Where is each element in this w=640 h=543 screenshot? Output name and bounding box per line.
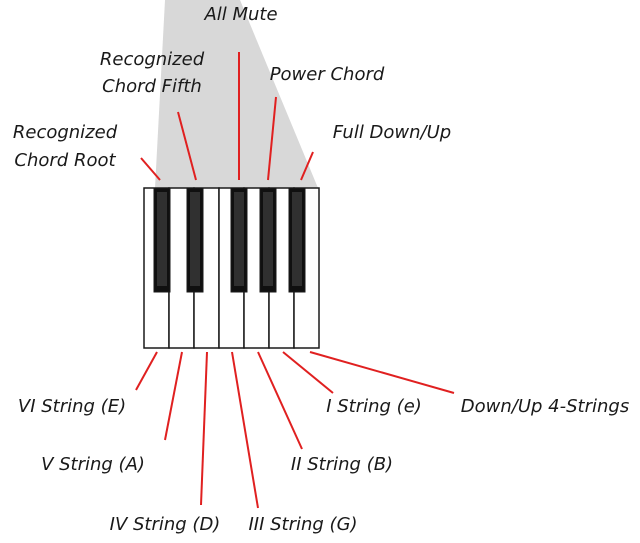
leader-iv-string	[200, 351, 208, 506]
leader-power-chord	[267, 96, 277, 181]
bottom-leader-lines	[135, 351, 455, 509]
leader-down-up-4-strings	[309, 351, 455, 394]
label-iii-string: III String (G)	[248, 514, 357, 535]
top-leader-lines	[140, 52, 314, 181]
black-key-4-shine	[263, 192, 273, 286]
label-power-chord: Power Chord	[270, 64, 385, 85]
leader-vi-string	[135, 351, 158, 391]
label-iv-string: IV String (D)	[110, 514, 221, 535]
leader-i-string	[282, 351, 334, 394]
fan-highlight	[155, 0, 318, 188]
leader-recognized-chord-fifth	[177, 111, 197, 181]
label-vi-string: VI String (E)	[18, 396, 126, 417]
black-key-2-shine	[190, 192, 200, 286]
label-recognized-chord-root-line1: Recognized	[13, 122, 118, 143]
leader-recognized-chord-root	[140, 157, 161, 181]
label-down-up-4-strings: Down/Up 4-Strings	[461, 396, 629, 417]
leader-full-down-up	[300, 151, 314, 181]
label-ii-string: II String (B)	[291, 454, 393, 475]
label-full-down-up: Full Down/Up	[333, 122, 451, 143]
black-key-3-shine	[234, 192, 244, 286]
label-i-string: I String (e)	[326, 396, 422, 417]
black-keys	[153, 187, 306, 293]
label-v-string: V String (A)	[41, 454, 145, 475]
leader-v-string	[164, 351, 183, 441]
black-key-1-shine	[157, 192, 167, 286]
leader-iii-string	[231, 351, 259, 509]
label-recognized-chord-fifth-line1: Recognized	[100, 49, 205, 70]
black-key-5-shine	[292, 192, 302, 286]
label-recognized-chord-root-line2: Chord Root	[14, 150, 116, 171]
label-all-mute: All Mute	[203, 4, 277, 25]
leader-ii-string	[257, 351, 303, 450]
label-recognized-chord-fifth-line2: Chord Fifth	[102, 76, 202, 97]
